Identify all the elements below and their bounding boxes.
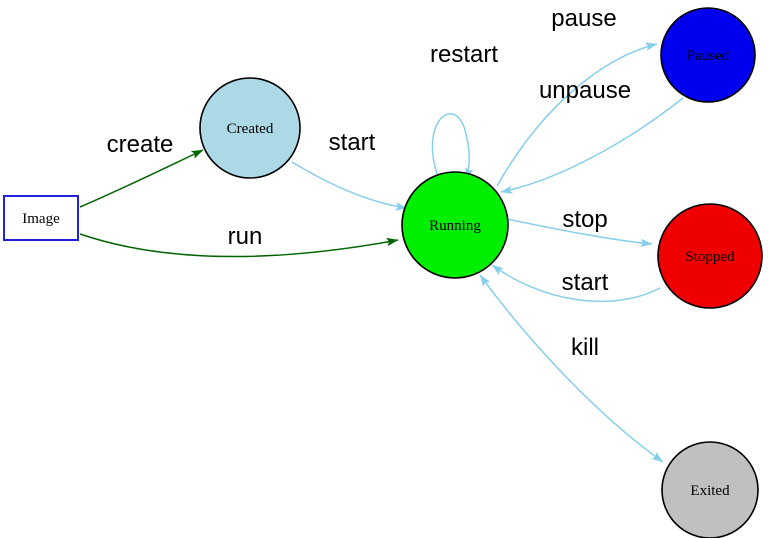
node-label-created: Created (227, 121, 274, 137)
node-exited[interactable]: Exited (661, 441, 759, 538)
node-stopped[interactable]: Stopped (657, 203, 763, 309)
node-created[interactable]: Created (199, 77, 301, 179)
node-image[interactable]: Image (3, 195, 79, 241)
node-running[interactable]: Running (401, 171, 509, 279)
node-paused[interactable]: Paused (660, 7, 756, 103)
node-shape-stopped (657, 203, 763, 309)
edge-create (79, 149, 204, 208)
edge-labels-layer: create run start restart pause unpause stop sta… (107, 5, 631, 361)
edge-unpause (500, 97, 684, 194)
edge-label-unpause: unpause (539, 77, 631, 104)
edge-stop (506, 218, 653, 248)
edge-label-create: create (107, 131, 174, 158)
node-label-exited: Exited (690, 483, 730, 499)
edge-label-pause: pause (551, 5, 616, 32)
edge-label-start-stopped: start (562, 269, 609, 296)
node-shape-exited (661, 441, 759, 538)
edge-label-run: run (228, 223, 263, 250)
node-label-image: Image (22, 211, 60, 227)
edge-run (79, 233, 399, 258)
edge-label-stop: stop (562, 206, 607, 233)
edge-label-kill: kill (571, 334, 599, 361)
node-shape-paused (660, 7, 756, 103)
node-shape-created (199, 77, 301, 179)
edge-restart (431, 113, 474, 180)
edge-label-start-created: start (329, 129, 376, 156)
node-shape-running (401, 171, 509, 279)
edge-start-created (291, 161, 408, 211)
node-label-paused: Paused (687, 48, 730, 64)
edge-label-restart: restart (430, 41, 498, 68)
node-label-stopped: Stopped (685, 249, 735, 265)
node-shape-image (3, 195, 79, 241)
node-label-running: Running (429, 218, 481, 234)
edge-kill (479, 274, 664, 463)
edge-pause (496, 42, 658, 187)
edges-layer (79, 42, 684, 463)
